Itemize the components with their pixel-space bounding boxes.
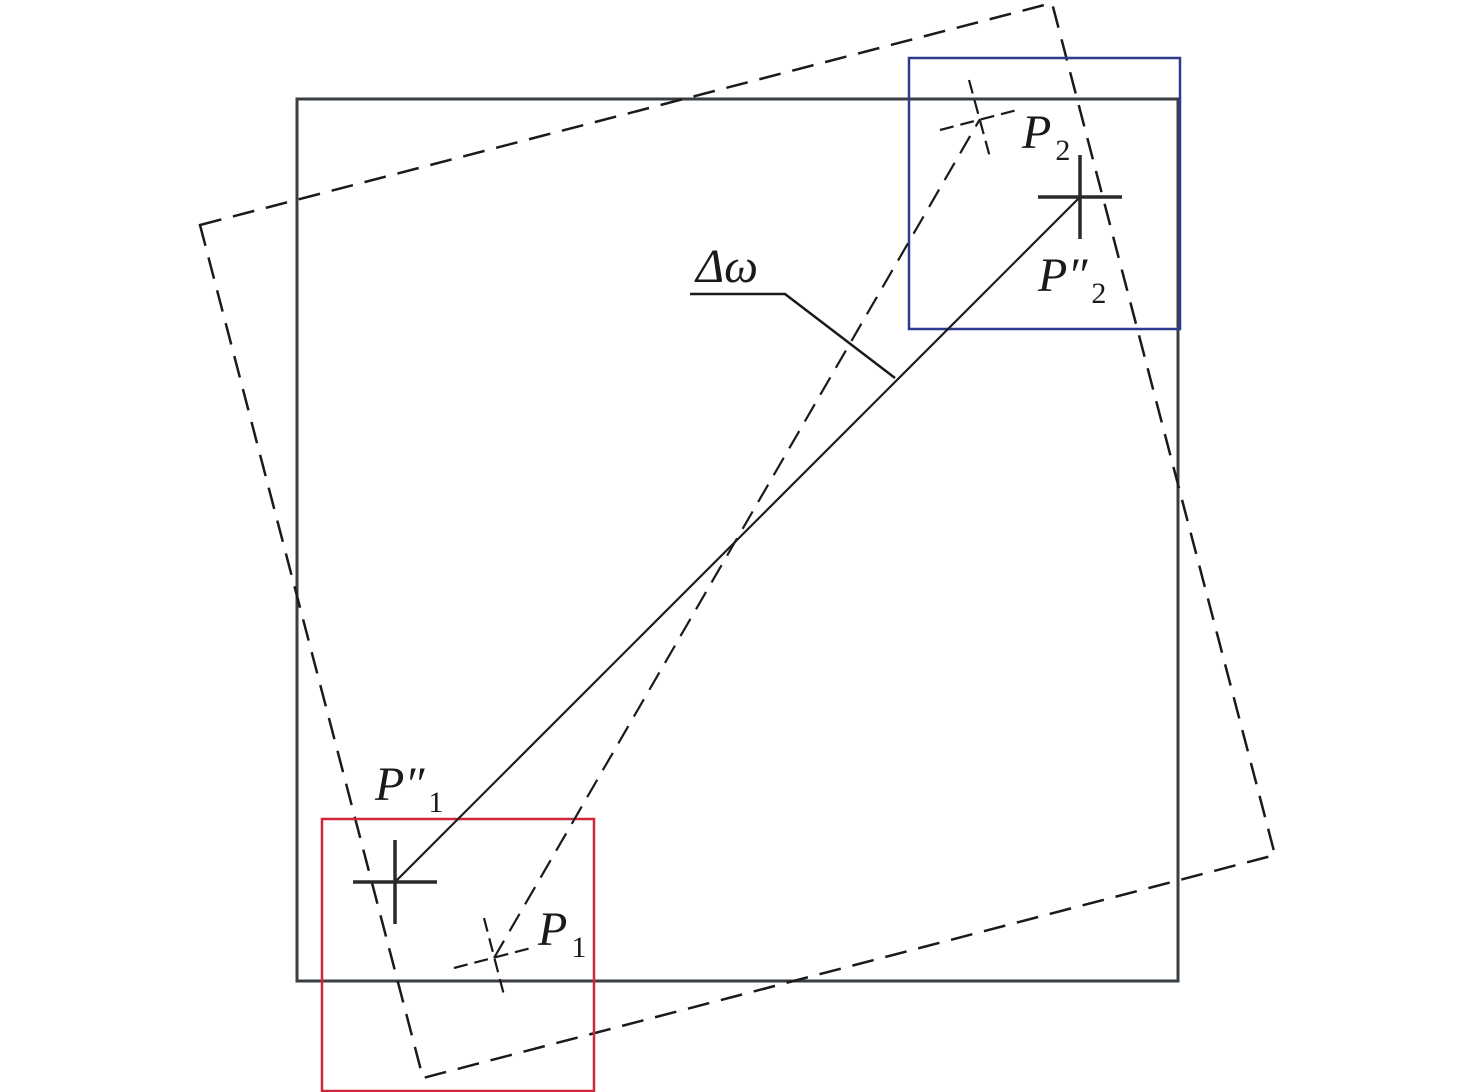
label-delta-omega: Δω bbox=[694, 240, 758, 293]
reference-frame bbox=[295, 97, 1180, 983]
blue-window bbox=[907, 56, 1182, 331]
dashed-diagonal bbox=[493, 118, 981, 959]
delta-omega-leader bbox=[690, 292, 896, 379]
cross-p2-prime bbox=[1038, 155, 1122, 239]
rotated-frame bbox=[198, 1, 1277, 1080]
cross-p1 bbox=[453, 917, 536, 1000]
cross-p1-prime bbox=[353, 840, 437, 924]
label-p1-prime: P″1 bbox=[374, 758, 443, 819]
cross-p2 bbox=[939, 79, 1022, 162]
label-p2-prime: P″2 bbox=[1037, 249, 1106, 310]
